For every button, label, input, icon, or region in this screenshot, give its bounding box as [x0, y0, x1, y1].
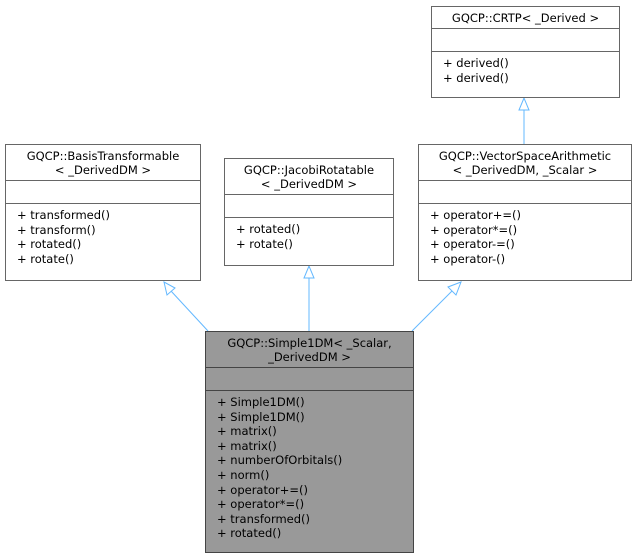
- operation: + transform(): [17, 222, 96, 237]
- edge-arrowhead-crtp: [518, 96, 530, 111]
- class-title: GQCP::BasisTransformable < _DerivedDM >: [6, 145, 200, 181]
- class-jacobi-rotatable[interactable]: GQCP::JacobiRotatable < _DerivedDM > + r…: [224, 158, 394, 266]
- operation: + matrix(): [217, 424, 277, 439]
- operation: + operator-=(): [430, 237, 515, 252]
- operation: + operator-(): [430, 251, 506, 266]
- operation: + rotated(): [17, 237, 82, 252]
- operation: + Simple1DM(): [217, 395, 305, 409]
- title-line: GQCP::Simple1DM< _Scalar,: [227, 336, 392, 350]
- class-title: GQCP::JacobiRotatable < _DerivedDM >: [225, 159, 393, 195]
- attributes-section: [225, 195, 393, 218]
- operations-section: + operator+=() + operator*=() + operator…: [419, 204, 631, 270]
- class-crtp[interactable]: GQCP::CRTP< _Derived > + derived() + der…: [431, 6, 620, 98]
- edge-arrowhead-basis: [163, 281, 176, 296]
- operation: + Simple1DM(): [217, 409, 305, 424]
- title-line: < _DerivedDM >: [54, 163, 152, 177]
- class-title: GQCP::CRTP< _Derived >: [432, 7, 619, 29]
- class-basis-transformable[interactable]: GQCP::BasisTransformable < _DerivedDM > …: [5, 144, 201, 281]
- edge-arrowhead-vector: [447, 281, 462, 296]
- operations-section: + transformed() + transform() + rotated(…: [6, 204, 200, 270]
- operation: + transformed(): [17, 208, 111, 222]
- attributes-section: [206, 368, 413, 391]
- class-title: GQCP::VectorSpaceArithmetic < _DerivedDM…: [419, 145, 631, 181]
- operation: + rotated(): [236, 222, 301, 236]
- operation: + operator*=(): [217, 497, 305, 512]
- operation: + numberOfOrbitals(): [217, 453, 343, 468]
- attributes-section: [432, 29, 619, 52]
- operation: + rotated(): [217, 526, 282, 541]
- title-line: GQCP::CRTP< _Derived >: [451, 11, 600, 25]
- title-line: GQCP::JacobiRotatable: [243, 163, 375, 177]
- operation: + rotate(): [236, 236, 293, 251]
- operation: + operator*=(): [430, 222, 518, 237]
- title-line: < _DerivedDM, _Scalar >: [452, 163, 598, 177]
- operation: + rotate(): [17, 251, 74, 266]
- operation: + norm(): [217, 467, 270, 482]
- operation: + operator+=(): [430, 208, 521, 222]
- operations-section: + Simple1DM() + Simple1DM() + matrix() +…: [206, 391, 413, 545]
- operation: + matrix(): [217, 438, 277, 453]
- edge-simple-to-basis: [170, 290, 209, 332]
- attributes-section: [419, 181, 631, 204]
- title-line: GQCP::BasisTransformable: [26, 149, 180, 163]
- attributes-section: [6, 181, 200, 204]
- operations-section: + rotated() + rotate(): [225, 218, 393, 255]
- title-line: _DerivedDM >: [268, 350, 351, 364]
- class-simple1dm[interactable]: GQCP::Simple1DM< _Scalar, _DerivedDM > +…: [205, 331, 414, 553]
- operation: + derived(): [443, 56, 509, 70]
- title-line: GQCP::VectorSpaceArithmetic: [438, 149, 612, 163]
- title-line: < _DerivedDM >: [260, 177, 358, 191]
- edge-arrowhead-jacobi: [303, 264, 315, 279]
- operation: + operator+=(): [217, 482, 308, 497]
- class-title: GQCP::Simple1DM< _Scalar, _DerivedDM >: [206, 332, 413, 368]
- class-vector-space-arithmetic[interactable]: GQCP::VectorSpaceArithmetic < _DerivedDM…: [418, 144, 632, 281]
- operation: + transformed(): [217, 511, 311, 526]
- operation: + derived(): [443, 70, 509, 85]
- operations-section: + derived() + derived(): [432, 52, 619, 89]
- edge-simple-to-vector: [411, 290, 453, 332]
